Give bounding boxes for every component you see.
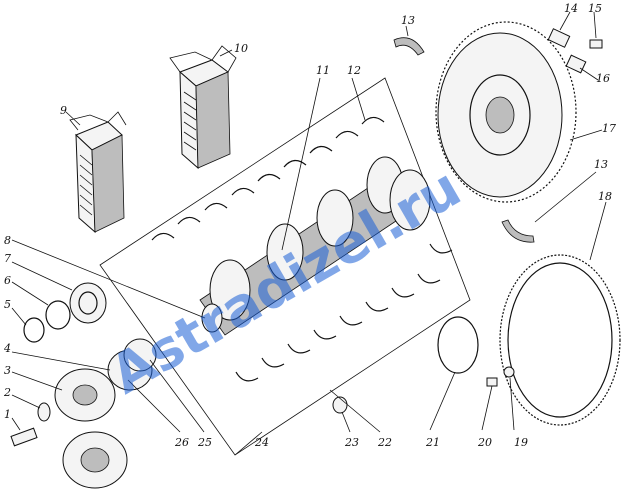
lock-washer-5	[23, 317, 45, 343]
front-pulley-assembly	[54, 338, 157, 489]
upper-main-bearing-liners	[151, 116, 385, 241]
bearing-set-frame	[99, 77, 471, 456]
bolt-15	[589, 39, 603, 49]
ring-gear	[499, 254, 621, 426]
callout-12: 12	[347, 64, 361, 77]
callout-26: 26	[174, 436, 189, 449]
bushing-19	[503, 366, 515, 378]
watermark-text: Astradizel.ru	[100, 156, 471, 407]
thrust-half-ring-upper	[393, 37, 425, 56]
callout-4: 4	[3, 342, 11, 355]
callout-16: 16	[596, 72, 610, 85]
seal-ring-21	[437, 316, 479, 374]
callout-7: 7	[4, 252, 11, 265]
callout-17: 17	[602, 122, 616, 135]
callout-2: 2	[3, 386, 11, 399]
lock-plate-14	[547, 28, 571, 48]
callout-14: 14	[564, 2, 578, 15]
thrust-washer-6	[45, 300, 71, 330]
callout-1: 1	[4, 408, 11, 421]
callout-20: 20	[477, 436, 492, 449]
callout-23: 23	[344, 436, 359, 449]
callout-13-lower: 13	[594, 158, 608, 171]
callout-10: 10	[234, 42, 248, 55]
callout-15: 15	[588, 2, 602, 15]
watermark: Astradizel.ru	[100, 156, 471, 407]
callout-18: 18	[598, 190, 612, 203]
oil-seal-7	[69, 282, 107, 324]
callout-24: 24	[254, 436, 269, 449]
bolt-1	[10, 427, 38, 447]
bearing-pack-box-10	[169, 45, 237, 170]
callout-5: 5	[4, 298, 11, 311]
bolt-20	[486, 377, 498, 387]
callout-25: 25	[197, 436, 212, 449]
callout-22: 22	[377, 436, 392, 449]
crankshaft	[199, 156, 431, 336]
callout-13-upper: 13	[401, 14, 415, 27]
thrust-half-ring-lower	[501, 219, 535, 243]
flywheel	[435, 21, 577, 203]
callout-19: 19	[514, 436, 528, 449]
callout-21: 21	[425, 436, 440, 449]
callout-8: 8	[4, 234, 11, 247]
bearing-pack-box-9	[69, 111, 127, 234]
leader-lines	[11, 11, 607, 456]
callout-3: 3	[4, 364, 11, 377]
washer-2	[37, 402, 51, 422]
callout-11: 11	[316, 64, 330, 77]
callout-9: 9	[60, 104, 67, 117]
lower-main-bearing-liners	[235, 243, 453, 382]
callout-6: 6	[4, 274, 11, 287]
callout-labels: 1 2 3 4 5 6 7 8 9 10 11 12 13 13 14 15 1…	[3, 2, 616, 449]
plug-23	[332, 396, 348, 414]
